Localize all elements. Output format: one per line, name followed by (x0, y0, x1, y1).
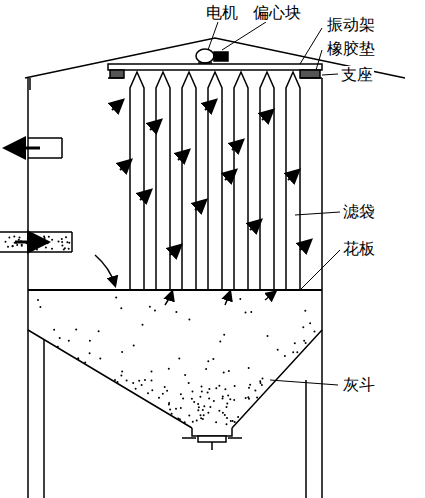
vibration-frame (108, 64, 322, 70)
part-label: 橡胶垫 (326, 40, 376, 58)
part-label: 偏心块 (252, 4, 302, 22)
leg (306, 330, 322, 498)
filter-bags (112, 72, 310, 290)
flower-plate (28, 289, 322, 291)
hopper-outlet (192, 428, 232, 436)
dust (5, 235, 316, 425)
rubber-pad (300, 70, 320, 78)
part-label: 电机 (205, 4, 239, 22)
eccentric-block (214, 52, 228, 61)
motor (196, 49, 214, 63)
part-label: 振动架 (326, 16, 376, 34)
part-label: 花板 (342, 240, 376, 258)
leg (28, 330, 44, 498)
part-label: 灰斗 (342, 376, 376, 394)
part-label: 滤袋 (342, 203, 376, 221)
part-label: 支座 (340, 66, 374, 84)
inlet-pipe (0, 232, 72, 252)
